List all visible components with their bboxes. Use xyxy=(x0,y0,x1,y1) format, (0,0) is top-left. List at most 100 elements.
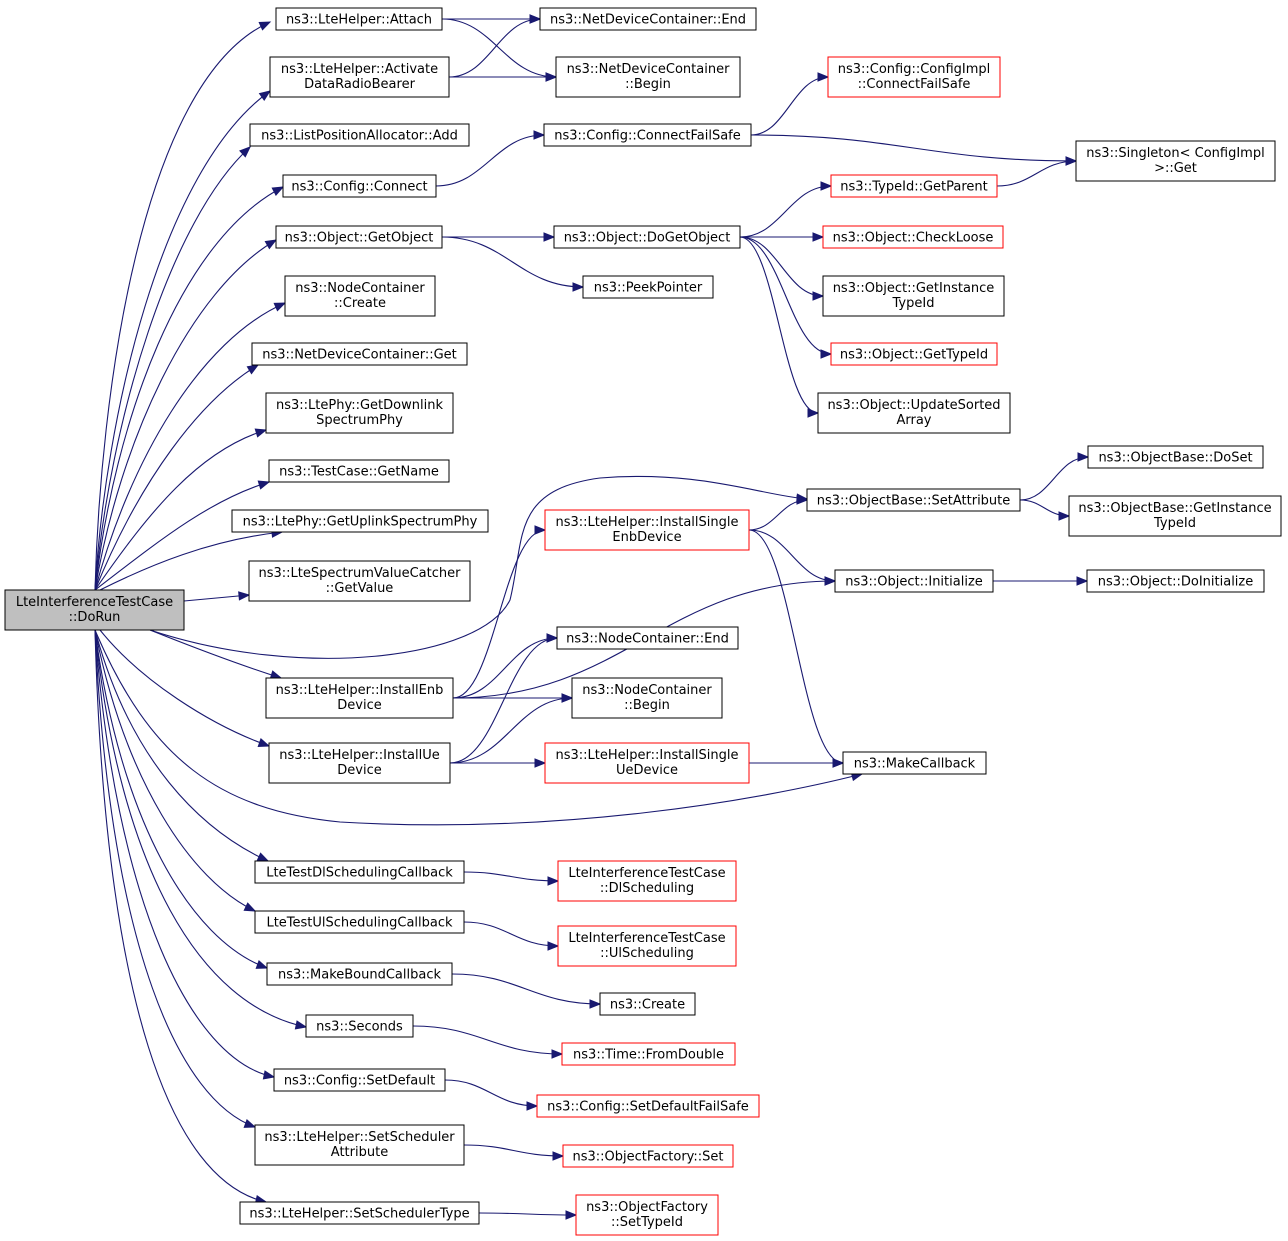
edge-setattribute-to-ob_getinstancetypeid xyxy=(1019,499,1071,521)
node-label-line-1: ns3::LteSpectrumValueCatcher xyxy=(259,566,462,581)
node-dogetobject[interactable]: ns3::Object::DoGetObject xyxy=(553,225,741,249)
node-getobject[interactable]: ns3::Object::GetObject xyxy=(275,225,443,249)
node-makebound[interactable]: ns3::MakeBoundCallback xyxy=(266,962,453,986)
node-nc-begin[interactable]: ns3::NodeContainer::Begin xyxy=(571,677,723,719)
node-label-line-1: ns3::ObjectFactory::Set xyxy=(572,1150,723,1165)
node-attach[interactable]: ns3::LteHelper::Attach xyxy=(275,7,443,31)
node-label-line-1: ns3::TypeId::GetParent xyxy=(840,180,988,195)
node-label-line-1: ns3::Object::DoInitialize xyxy=(1098,575,1254,590)
node-getvalue[interactable]: ns3::LteSpectrumValueCatcher::GetValue xyxy=(248,560,471,602)
node-create[interactable]: ns3::Create xyxy=(599,992,696,1016)
edge-getparent-to-singleton_get xyxy=(996,156,1078,187)
node-label-line-2: Device xyxy=(337,763,381,778)
node-ulcb[interactable]: LteTestUlSchedulingCallback xyxy=(254,910,465,934)
node-label-line-1: ns3::Object::GetTypeId xyxy=(840,348,988,363)
node-setdefault[interactable]: ns3::Config::SetDefault xyxy=(273,1068,446,1092)
edge-setschedattr-to-objfactory_set xyxy=(463,1144,565,1161)
node-label-line-2: TypeId xyxy=(892,296,935,311)
node-ndc-end[interactable]: ns3::NetDeviceContainer::End xyxy=(539,7,757,31)
node-label-line-1: ns3::Object::GetInstance xyxy=(833,281,995,296)
node-label-line-1: ns3::NetDeviceContainer::Get xyxy=(262,348,457,363)
edge-installsingleenb-to-makecallback xyxy=(748,529,845,768)
edge-dogetobject-to-getparent xyxy=(739,181,833,238)
node-objfactory-settype[interactable]: ns3::ObjectFactory::SetTypeId xyxy=(575,1194,719,1236)
node-getparent[interactable]: ns3::TypeId::GetParent xyxy=(830,174,998,198)
edge-root-to-ulcb xyxy=(94,629,257,912)
node-peekpointer[interactable]: ns3::PeekPointer xyxy=(582,275,714,299)
node-label-line-2: ::SetTypeId xyxy=(611,1215,683,1230)
node-ndc-begin[interactable]: ns3::NetDeviceContainer::Begin xyxy=(555,56,741,98)
edge-dlcb-to-dlsched xyxy=(463,871,560,886)
node-label-line-1: ns3::LteHelper::Attach xyxy=(286,13,432,28)
node-listpos-add[interactable]: ns3::ListPositionAllocator::Add xyxy=(249,123,470,147)
edge-root-to-setschedtype xyxy=(94,629,268,1205)
node-label-line-1: ns3::ObjectBase::DoSet xyxy=(1098,451,1252,466)
edge-setschedtype-to-objfactory_settype xyxy=(478,1210,578,1220)
node-label-line-1: ns3::PeekPointer xyxy=(594,281,703,296)
node-setattribute[interactable]: ns3::ObjectBase::SetAttribute xyxy=(806,488,1021,512)
node-label-line-1: ns3::Object::CheckLoose xyxy=(833,231,994,246)
node-label-line-2: ::Begin xyxy=(625,77,671,92)
node-nc-create[interactable]: ns3::NodeContainer::Create xyxy=(284,275,436,317)
node-label-line-1: ns3::ListPositionAllocator::Add xyxy=(261,129,458,144)
node-label-line-1: ns3::LteHelper::InstallUe xyxy=(279,748,440,763)
node-label-line-1: ns3::NodeContainer xyxy=(295,281,425,296)
node-dlsched[interactable]: LteInterferenceTestCase::DlScheduling xyxy=(557,860,737,902)
node-label-line-1: ns3::LtePhy::GetDownlink xyxy=(276,398,443,413)
node-objfactory-set[interactable]: ns3::ObjectFactory::Set xyxy=(562,1144,734,1168)
node-label-line-1: ns3::MakeCallback xyxy=(854,757,976,772)
node-makecallback[interactable]: ns3::MakeCallback xyxy=(842,751,987,775)
edge-dogetobject-to-gettypeid xyxy=(739,236,833,359)
node-initialize[interactable]: ns3::Object::Initialize xyxy=(834,569,994,593)
node-seconds[interactable]: ns3::Seconds xyxy=(305,1014,414,1038)
node-label-line-2: SpectrumPhy xyxy=(316,413,403,428)
edge-dogetobject-to-checkloose xyxy=(740,232,825,242)
node-doinitialize[interactable]: ns3::Object::DoInitialize xyxy=(1086,569,1265,593)
node-label-line-1: ns3::Config::Connect xyxy=(291,180,427,195)
node-label-line-1: ns3::Seconds xyxy=(316,1020,403,1035)
node-setdefaultfs[interactable]: ns3::Config::SetDefaultFailSafe xyxy=(536,1094,760,1118)
node-config-connect[interactable]: ns3::Config::Connect xyxy=(282,174,437,198)
edge-getobject-to-peekpointer xyxy=(441,236,585,292)
node-label-line-2: TypeId xyxy=(1153,516,1196,531)
edge-root-to-listpos_add xyxy=(94,146,251,591)
node-label-line-1: ns3::Config::SetDefault xyxy=(284,1074,435,1089)
node-checkloose[interactable]: ns3::Object::CheckLoose xyxy=(822,225,1004,249)
node-label-line-1: ns3::TestCase::GetName xyxy=(279,465,439,480)
node-doset[interactable]: ns3::ObjectBase::DoSet xyxy=(1087,445,1264,469)
edge-seconds-to-fromdouble xyxy=(412,1025,564,1059)
node-configimpl-cfs[interactable]: ns3::Config::ConfigImpl::ConnectFailSafe xyxy=(827,56,1001,98)
node-label-line-2: ::ConnectFailSafe xyxy=(858,77,971,92)
edge-root-to-installenb xyxy=(149,629,283,680)
edge-root-to-attach xyxy=(94,21,272,591)
node-gettypeid[interactable]: ns3::Object::GetTypeId xyxy=(830,342,998,366)
node-label-line-1: ns3::NetDeviceContainer::End xyxy=(550,13,746,28)
node-nc-end[interactable]: ns3::NodeContainer::End xyxy=(556,626,739,650)
node-setschedtype[interactable]: ns3::LteHelper::SetSchedulerType xyxy=(239,1201,480,1225)
node-label-line-1: ns3::MakeBoundCallback xyxy=(278,968,442,983)
node-singleton-get[interactable]: ns3::Singleton< ConfigImpl>::Get xyxy=(1075,140,1276,182)
node-fromdouble[interactable]: ns3::Time::FromDouble xyxy=(561,1042,736,1066)
node-getname[interactable]: ns3::TestCase::GetName xyxy=(268,459,450,483)
node-label-line-1: LteTestUlSchedulingCallback xyxy=(266,916,453,931)
node-label-line-2: >::Get xyxy=(1154,161,1197,176)
node-label-line-2: Device xyxy=(337,698,381,713)
node-getul[interactable]: ns3::LtePhy::GetUplinkSpectrumPhy xyxy=(231,509,489,533)
node-label-line-1: ns3::Object::GetObject xyxy=(285,231,434,246)
node-root: LteInterferenceTestCase::DoRun xyxy=(4,589,185,631)
node-cfg-connectfs[interactable]: ns3::Config::ConnectFailSafe xyxy=(543,123,752,147)
node-ulsched[interactable]: LteInterferenceTestCase::UlScheduling xyxy=(557,925,737,967)
node-dlcb[interactable]: LteTestDlSchedulingCallback xyxy=(254,860,465,884)
edge-cfg_connectfs-to-configimpl_cfs xyxy=(750,72,830,136)
node-ndc-get[interactable]: ns3::NetDeviceContainer::Get xyxy=(251,342,468,366)
